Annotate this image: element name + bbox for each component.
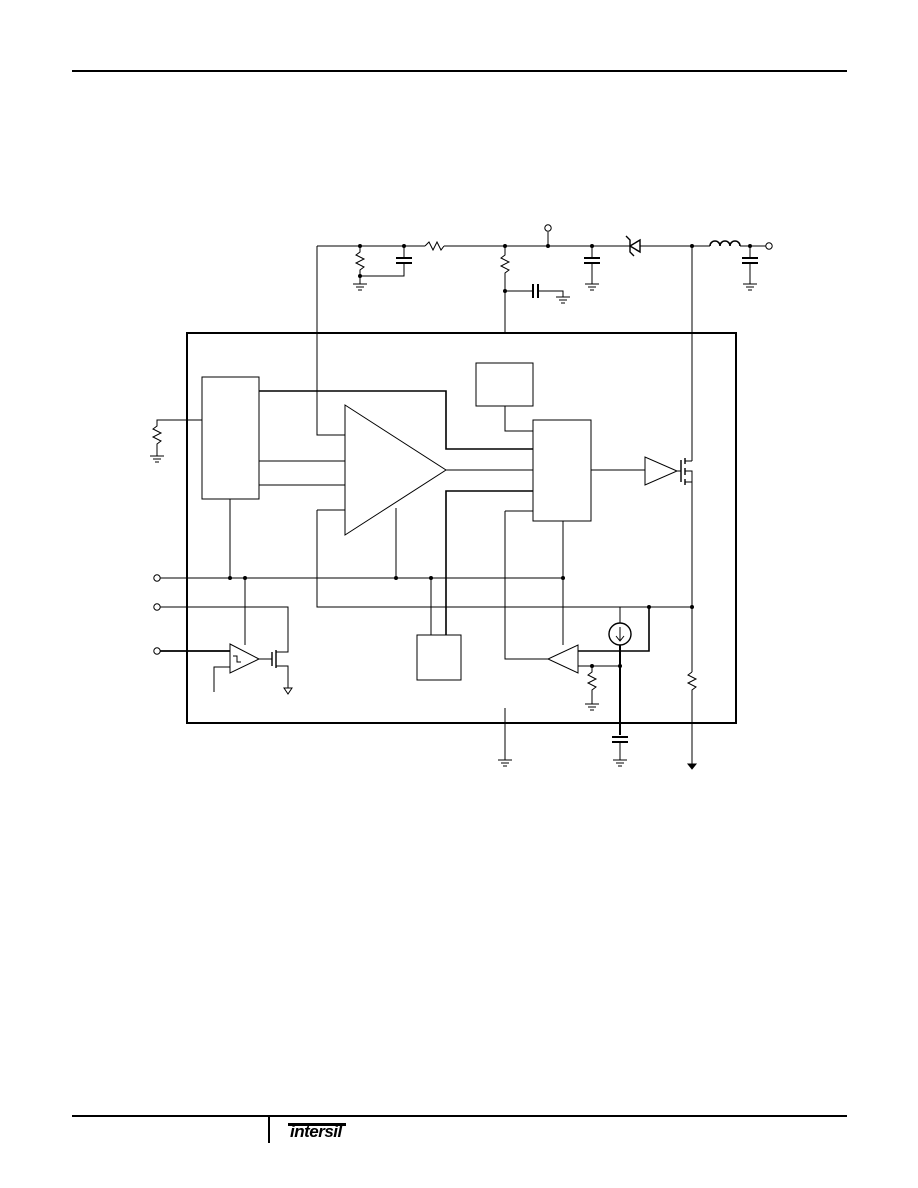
hysteresis-glyph [233,655,241,663]
ic-package-outline [186,332,737,724]
divider-resistor [354,246,366,284]
ground-symbol-4 [743,283,757,291]
softstart-to-logic-wire [445,490,533,635]
softstart-block [416,634,462,681]
external-bottom-network [498,723,628,767]
footer-rule [72,1115,847,1117]
logo-overbar [288,1123,346,1126]
timing-resistor [151,419,202,456]
footer-divider [268,1117,270,1143]
osc-to-logic-wire [259,390,533,450]
internal-junctions [228,576,694,668]
enable-mosfet [271,650,289,688]
amp-lower-input-wire [316,510,692,608]
header-rule [72,70,847,72]
current-source-arrow-head [615,635,625,642]
sense-ground-arrow [686,763,698,770]
ground-symbol-1 [353,283,367,291]
external-top-network [316,224,773,436]
sense-resistor [686,671,698,764]
pin-terminal-3 [153,647,161,655]
comp-sense-wire [578,607,650,652]
oscillator-block [201,376,260,500]
schottky-diode [625,235,641,257]
cap-lead-bottom [360,263,405,277]
reference-block [475,362,534,407]
bypass-ground-wire [538,290,564,297]
inductor [709,240,741,247]
logo-text: intersil [290,1122,342,1141]
gate-driver [644,456,679,486]
ref-resistor [586,666,598,704]
ground-symbol-8 [613,759,627,767]
top-junctions [358,244,752,293]
series-resistor [424,240,445,252]
vcc-resistor [499,246,511,333]
reference-wire [504,406,533,432]
pwm-logic-block [532,419,592,522]
input-terminal [544,224,552,232]
ground-symbol-2 [556,296,570,304]
ic-internal [150,333,698,770]
ground-symbol-6 [585,703,599,711]
enable-ref-wire [213,666,230,692]
output-terminal [765,242,773,250]
comparator-out-wire [504,511,548,660]
power-mosfet [680,458,693,485]
pin-terminal-2 [153,603,161,611]
enable-ground-arrow [283,687,293,695]
ground-symbol-5 [150,455,164,463]
error-amplifier [344,404,447,536]
feedback-wire [316,246,345,436]
pin2-wire [160,606,289,650]
ground-symbol-7 [498,759,512,767]
enable-comparator [229,643,261,674]
ground-symbol-3 [585,283,599,291]
pin-terminal-1 [153,574,161,582]
current-limit-comparator [546,644,579,674]
